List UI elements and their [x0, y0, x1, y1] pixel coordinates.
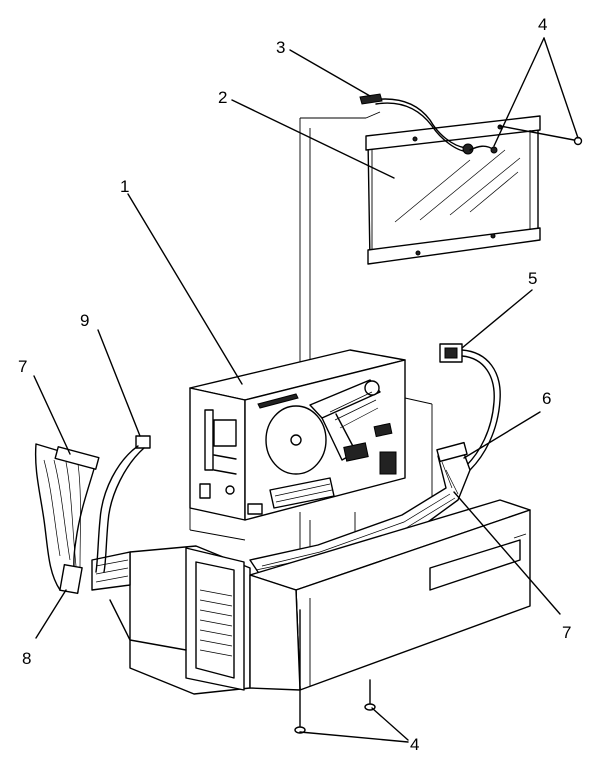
callout-5: 5: [528, 269, 537, 288]
callout-7-left: 7: [18, 357, 27, 376]
callout-6: 6: [542, 389, 551, 408]
callout-9: 9: [80, 311, 89, 330]
ribbon-cable-left: [34, 443, 100, 595]
chassis-base: [91, 499, 531, 695]
callout-2: 2: [218, 88, 227, 107]
cover-plate: [365, 115, 541, 265]
alignment-lines-top: [299, 111, 381, 395]
callout-7-right: 7: [562, 623, 571, 642]
screw-pair-top: [499, 125, 583, 146]
callout-8: 8: [22, 649, 31, 668]
cable-assembly: [359, 93, 498, 155]
callout-3: 3: [276, 38, 285, 57]
callout-labels: 1 2 3 4 4 5 6 7 7 8 9: [18, 15, 571, 754]
callout-1: 1: [120, 177, 129, 196]
connector-with-wire: [95, 435, 151, 573]
leader-lines: [33, 37, 579, 743]
callout-4-bottom: 4: [410, 735, 419, 754]
callout-4-top: 4: [538, 15, 547, 34]
disk-drive: [189, 349, 406, 521]
switch-with-cable: [439, 343, 501, 471]
